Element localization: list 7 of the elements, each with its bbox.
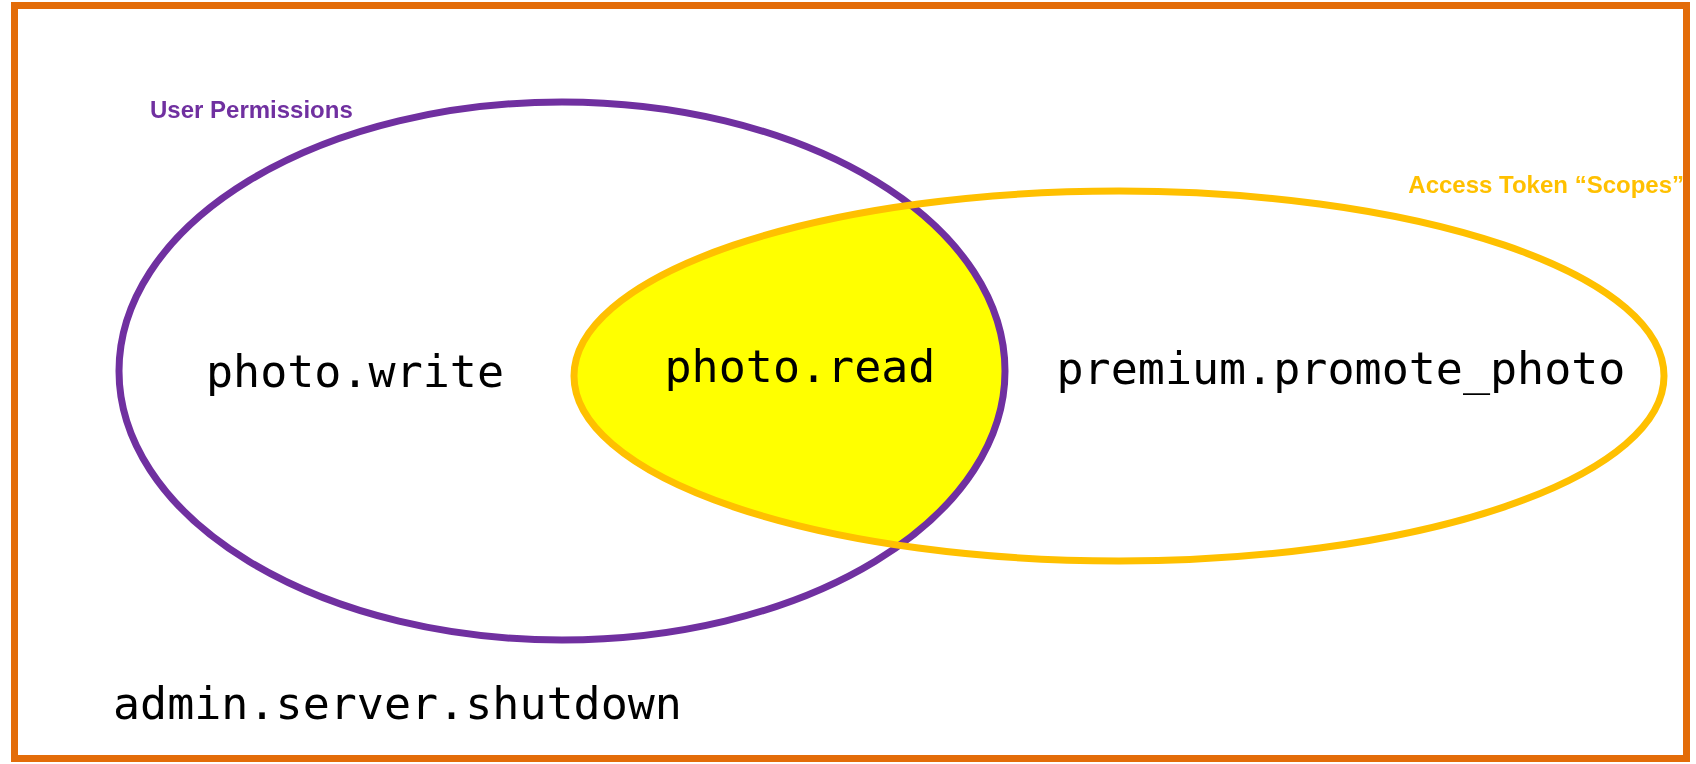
- boundary-box: [11, 2, 1690, 762]
- venn-ellipse: [115, 98, 1009, 644]
- scope-text: admin.server.shutdown: [113, 681, 682, 726]
- scope-text: photo.read: [664, 343, 936, 389]
- scope-text: photo.write: [206, 348, 504, 394]
- set-label: User Permissions: [150, 98, 353, 122]
- set-label: Access Token “Scopes”: [1408, 173, 1684, 197]
